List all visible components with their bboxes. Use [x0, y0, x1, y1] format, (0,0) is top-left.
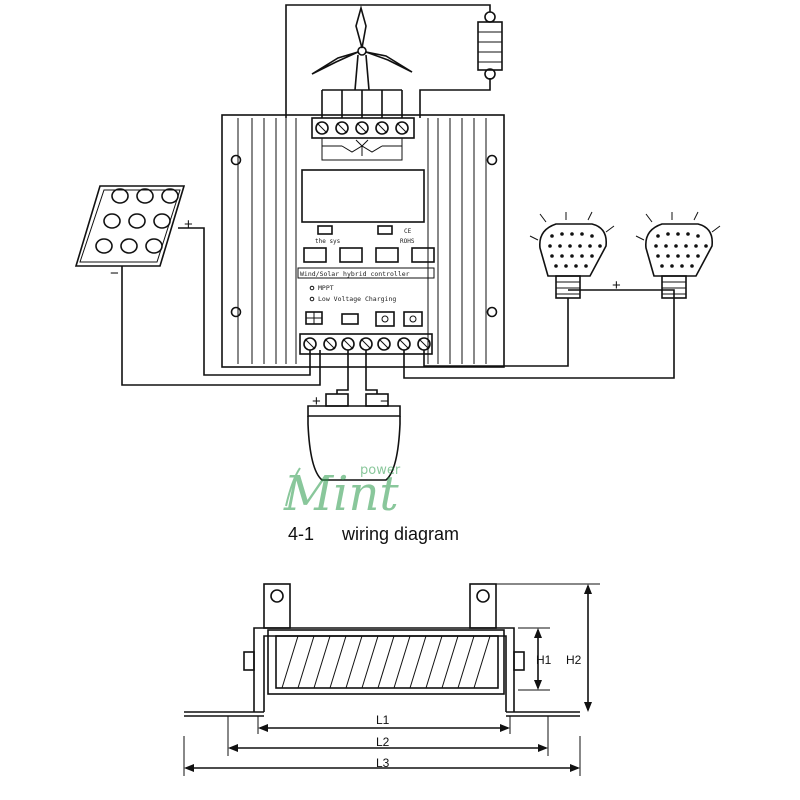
watermark-sub: power — [360, 463, 401, 478]
controller-buttons: the sys CE ROHS — [303, 225, 435, 263]
battery-terminal-icon — [341, 313, 359, 325]
button-label-left: the sys — [315, 238, 341, 245]
watermark-logo: Mint power — [283, 463, 401, 522]
controller-body — [221, 114, 505, 368]
button-label-rohs: ROHS — [400, 238, 415, 245]
solar-positive-sign: + — [184, 216, 193, 233]
indicator-mppt: MPPT — [318, 284, 334, 292]
dimension-lines — [183, 583, 600, 776]
load-terminal-icon-1 — [375, 311, 395, 327]
dump-resistor-icon — [477, 11, 503, 80]
solar-negative-sign: − — [110, 265, 119, 282]
dimension-h1-label: H1 — [536, 653, 552, 667]
caption-number: 4-1 — [288, 524, 314, 544]
watermark-brand: Mint — [283, 466, 399, 522]
load-wires — [403, 289, 675, 379]
solar-panel-icon — [74, 185, 186, 267]
turbine-loop-wires — [285, 4, 491, 118]
battery-wires — [336, 350, 378, 394]
dimension-h2-label: H2 — [566, 653, 582, 667]
dimension-l2-label: L2 — [376, 735, 390, 749]
lamp-left-icon — [529, 211, 615, 299]
controller-title: Wind/Solar hybrid controller — [300, 270, 410, 278]
terminal-icons — [305, 311, 423, 327]
dimension-l1-label: L1 — [376, 713, 390, 727]
caption-text: wiring diagram — [341, 524, 459, 544]
wind-turbine-icon — [311, 5, 413, 118]
load-terminal-icon-2 — [403, 311, 423, 327]
indicator-low-voltage: Low Voltage Charging — [318, 295, 396, 303]
solar-wires — [121, 227, 321, 386]
dimension-l3-label: L3 — [376, 756, 390, 770]
button-label-ce: CE — [404, 228, 412, 235]
load-positive-sign: + — [612, 277, 621, 294]
lamp-right-icon — [635, 211, 721, 299]
controller-panel-text: Wind/Solar hybrid controller MPPT Low Vo… — [297, 267, 435, 303]
resistor-drawing — [184, 583, 580, 717]
top-terminal-block — [311, 117, 415, 161]
battery-negative-sign: − — [380, 393, 389, 410]
lcd-display — [301, 169, 425, 223]
battery-positive-sign: + — [312, 393, 321, 410]
